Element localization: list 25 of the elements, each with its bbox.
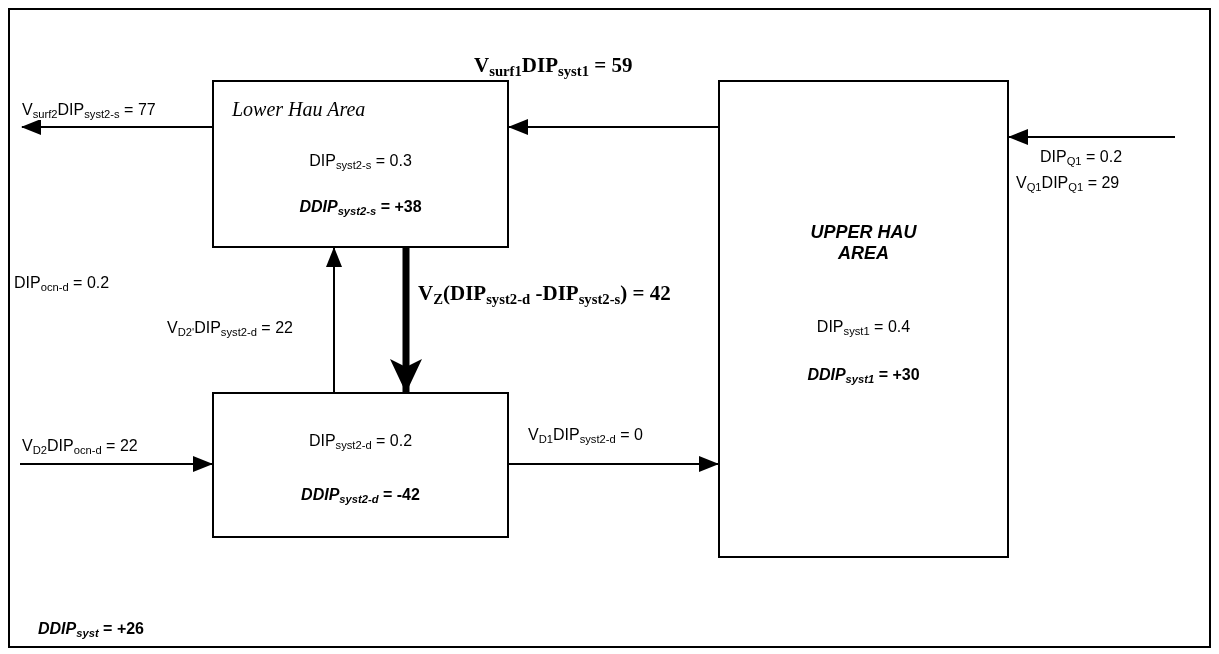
edge-label: V$_{Q1}$DIP$_{Q1}$ = 29 (1016, 173, 1120, 193)
value-text: DIP$_{syst2-d}$ = 0.2 (307, 432, 414, 450)
arrow (326, 247, 342, 393)
edge-label: V$_{D2}$DIP$_{ocn-d}$ = 22 (22, 436, 138, 456)
value-text: DDIP$_{syst1}$ = +30 (806, 366, 921, 384)
area-title: UPPER HAU AREA (809, 222, 918, 264)
arrow (508, 456, 719, 472)
area-box (212, 80, 509, 248)
arrow (19, 456, 213, 472)
edge-label: V$_{D1}$DIP$_{syst2-d}$ = 0 (528, 425, 643, 445)
arrow (390, 248, 422, 393)
value-text: DIP$_{syst2-s}$ = 0.3 (308, 152, 413, 170)
value-text: DDIP$_{syst2-d}$ = -42 (300, 486, 421, 504)
edge-label: V$_{surf2}$DIP$_{syst2-s}$ = 77 (22, 100, 156, 120)
value-text: DIP$_{syst1}$ = 0.4 (815, 318, 912, 336)
value-text: DDIP$_{syst2-s}$ = +38 (298, 198, 423, 216)
arrow (21, 119, 213, 135)
note-label: DDIP$_{syst}$ = +26 (38, 619, 144, 639)
area-box (212, 392, 509, 538)
arrow (1008, 129, 1176, 145)
area-title: Lower Hau Area (232, 98, 366, 121)
arrow (508, 119, 719, 135)
note-label: DIP$_{Q1}$ = 0.2 (1040, 147, 1123, 167)
note-label: DIP$_{ocn-d}$ = 0.2 (14, 273, 110, 293)
area-box (718, 80, 1009, 558)
